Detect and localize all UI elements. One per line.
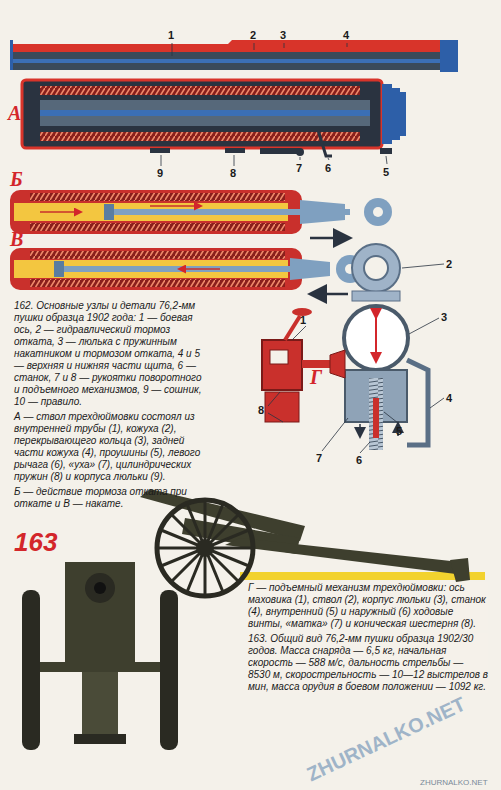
callout-number: 6 bbox=[325, 162, 331, 174]
cradle-section bbox=[22, 80, 406, 156]
callout-number: 1 bbox=[300, 314, 306, 326]
leader-lines bbox=[161, 43, 387, 166]
callout-number: 8 bbox=[230, 167, 236, 179]
callout-number: 4 bbox=[343, 29, 349, 41]
callout-number: 6 bbox=[356, 454, 362, 466]
recoil-brake-counter bbox=[10, 248, 364, 294]
caption: 162. Основные узлы и детали 76,2-мм пушк… bbox=[14, 300, 208, 408]
caption: Г — подъемный механизм трехдюймовки: ось… bbox=[248, 582, 488, 630]
figure-letter: Г bbox=[310, 366, 322, 388]
caption: Б — действие тормоза отката при откате и… bbox=[14, 486, 208, 510]
callout-number: 5 bbox=[396, 425, 402, 437]
watermark: ZHURNALKO.NET bbox=[420, 778, 488, 787]
figure-letter: Б bbox=[10, 168, 23, 190]
highlight-band bbox=[240, 572, 485, 580]
callout-number: 4 bbox=[446, 392, 452, 404]
leader-lines bbox=[268, 264, 444, 453]
elevating-mechanism bbox=[262, 244, 428, 450]
callout-number: 3 bbox=[280, 29, 286, 41]
callout-number: 2 bbox=[446, 258, 452, 270]
callout-number: 9 bbox=[157, 167, 163, 179]
figure-letter: В bbox=[10, 228, 23, 250]
callout-number: 1 bbox=[168, 29, 174, 41]
callout-number: 7 bbox=[296, 162, 302, 174]
figure-number: 163 bbox=[14, 528, 57, 556]
callout-number: 5 bbox=[383, 166, 389, 178]
figure-letter: А bbox=[8, 102, 21, 124]
callout-number: 8 bbox=[258, 404, 264, 416]
gun-front-view bbox=[22, 562, 178, 750]
barrel-section bbox=[10, 40, 458, 72]
caption: А — ствол трехдюймовки состоял из внутре… bbox=[14, 411, 208, 483]
recoil-brake-recoil bbox=[10, 190, 392, 238]
gun-side-view bbox=[140, 489, 470, 596]
caption: 163. Общий вид 76,2-мм пушки образца 190… bbox=[248, 633, 488, 693]
callout-number: 7 bbox=[316, 452, 322, 464]
watermark: ZHURNALKO.NET bbox=[303, 693, 468, 786]
callout-number: 2 bbox=[250, 29, 256, 41]
callout-number: 3 bbox=[441, 311, 447, 323]
